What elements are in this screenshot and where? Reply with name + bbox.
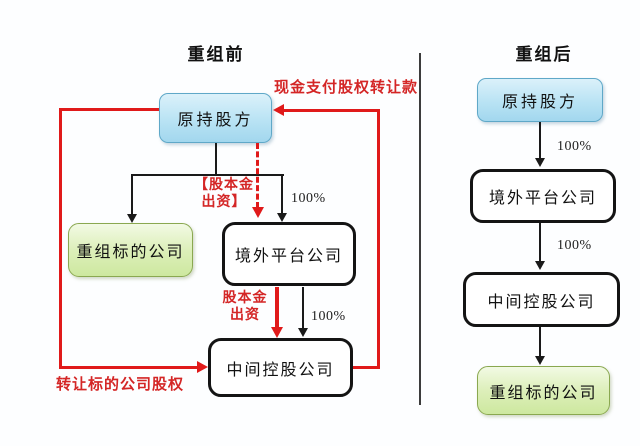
- capital-injection-bracket-line1: 【股本金: [194, 177, 254, 193]
- capital-injection-dashed-line: [256, 143, 259, 208]
- capital-injection-bracket-line2: 出资】: [201, 194, 247, 210]
- node-intermediate-holding-before: 中间控股公司: [208, 338, 353, 397]
- after-link3-line: [539, 327, 541, 357]
- capital-injection-line1: 股本金: [222, 290, 268, 306]
- after-link2-line: [539, 223, 541, 262]
- capital-injection-line2: 出资: [230, 307, 260, 323]
- cash-payment-line-top: [284, 109, 380, 112]
- after-link1-line: [539, 122, 541, 159]
- section-divider: [419, 53, 421, 405]
- after-intermediate-pct: 100%: [557, 238, 592, 253]
- node-offshore-platform-before: 境外平台公司: [222, 222, 356, 286]
- arrow-down-icon: [535, 261, 545, 270]
- equity-transfer-line-left: [59, 108, 62, 369]
- arrow-down-icon: [298, 328, 308, 337]
- cash-payment-line-bottom: [353, 366, 380, 369]
- arrow-down-icon: [535, 356, 545, 365]
- before-title: 重组前: [187, 45, 245, 65]
- node-original-shareholder-before: 原持股方: [159, 93, 272, 143]
- arrow-down-icon: [535, 158, 545, 167]
- connector-to-offshore-line: [281, 176, 283, 214]
- equity-transfer-line-bottom: [59, 366, 198, 369]
- connector-stem-line: [215, 143, 217, 176]
- cash-payment-label: 现金支付股权转让款: [273, 78, 418, 96]
- arrow-down-icon: [277, 213, 287, 222]
- equity-transfer-line-top: [59, 108, 159, 111]
- capital-injection-label: 股本金 出资: [216, 290, 274, 324]
- connector-cross-line: [131, 174, 284, 176]
- ownership-line: [302, 287, 304, 329]
- cash-payment-line-right: [377, 109, 380, 369]
- arrow-right-icon: [197, 361, 208, 373]
- equity-transfer-label: 转让标的公司股权: [55, 375, 184, 393]
- node-original-shareholder-after: 原持股方: [477, 78, 603, 122]
- connector-to-target-line: [131, 176, 133, 215]
- intermediate-ownership-pct: 100%: [311, 309, 346, 324]
- capital-injection-bracket-label: 【股本金 出资】: [190, 177, 258, 211]
- arrow-down-icon: [252, 207, 264, 218]
- arrow-down-icon: [127, 214, 137, 223]
- capital-injection-line: [275, 287, 279, 329]
- arrow-down-icon: [271, 327, 283, 338]
- arrow-left-icon: [273, 104, 284, 116]
- after-title: 重组后: [515, 45, 573, 65]
- node-target-company-after: 重组标的公司: [477, 366, 610, 415]
- offshore-ownership-pct: 100%: [291, 191, 326, 206]
- node-intermediate-holding-after: 中间控股公司: [463, 272, 620, 327]
- after-offshore-pct: 100%: [557, 139, 592, 154]
- node-target-company-before: 重组标的公司: [68, 223, 193, 277]
- node-offshore-platform-after: 境外平台公司: [470, 169, 616, 223]
